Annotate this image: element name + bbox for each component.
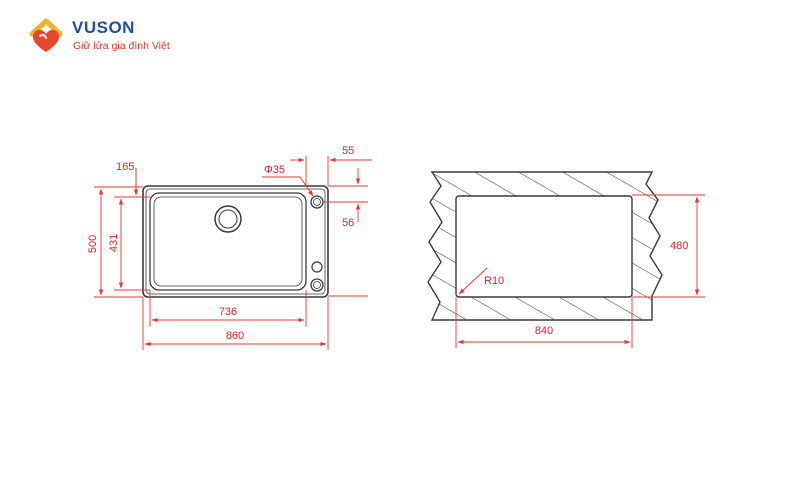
label-165: 165 [116, 161, 134, 173]
leader-phi35 [262, 176, 314, 197]
cutout-opening [455, 195, 633, 298]
sink-inner-rim [145, 188, 326, 295]
sink-dimensions: 500 431 736 860 165 Φ35 55 56 [87, 145, 372, 350]
accessory-hole-1 [311, 261, 323, 273]
label-840: 840 [535, 325, 553, 337]
drain-outer [214, 205, 242, 233]
cutout-section-view [427, 171, 663, 321]
label-55: 55 [342, 145, 354, 157]
house-heart-logo-icon [29, 18, 63, 52]
label-860: 860 [226, 330, 244, 342]
sink-top-view [142, 185, 329, 298]
cutout-dimensions: 480 840 R10 [455, 194, 705, 348]
label-431: 431 [108, 234, 120, 252]
accessory-hole-2-inner [313, 281, 321, 289]
tap-hole [310, 195, 324, 209]
drain-inner [218, 209, 238, 229]
sink-outer-rim [142, 185, 329, 298]
label-phi35: Φ35 [264, 164, 285, 176]
label-736: 736 [219, 306, 237, 318]
brand-tagline: Giữ lửa gia đình Việt [73, 40, 170, 52]
label-r10: R10 [484, 275, 504, 287]
tap-hole-inner [313, 198, 321, 206]
brand-logo: VUSON Giữ lửa gia đình Việt [26, 14, 196, 58]
leader-r10 [458, 267, 488, 295]
label-500: 500 [87, 235, 99, 253]
label-480: 480 [670, 240, 688, 252]
brand-name: VUSON [72, 18, 135, 37]
label-56: 56 [342, 217, 354, 229]
sink-bowl-inner [153, 196, 303, 287]
sink-bowl [149, 192, 307, 291]
accessory-hole-2 [310, 278, 324, 292]
